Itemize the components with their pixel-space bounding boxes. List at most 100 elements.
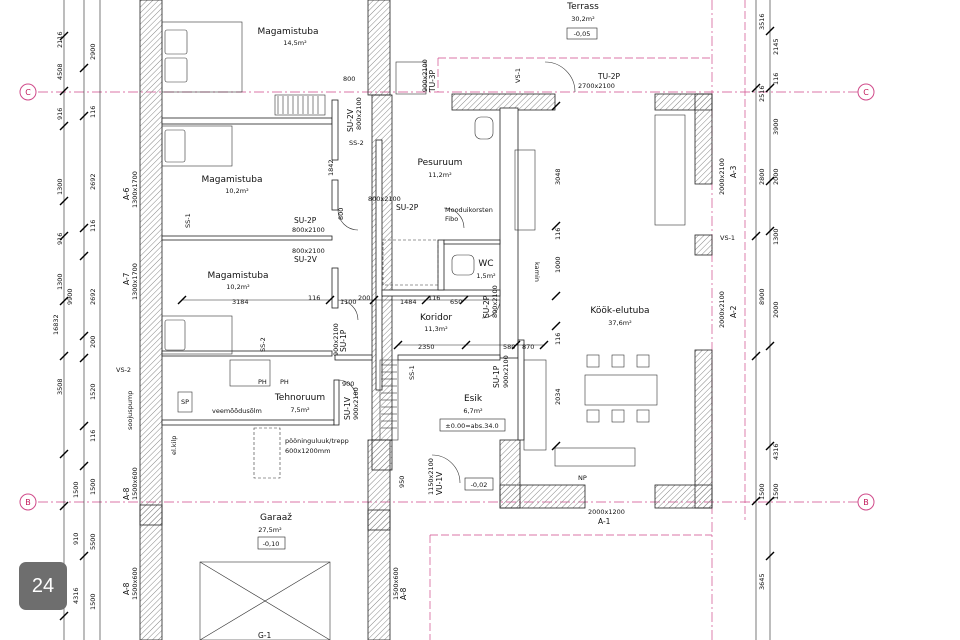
window-a8c: A-8 [399, 587, 408, 600]
window-a7-size: 1300x1700 [131, 263, 139, 300]
room-magamistuba-1-name: Magamistuba [258, 27, 319, 37]
dim-right2-2: 2800 [758, 168, 766, 185]
room-pesuruum-area: 11,2m² [428, 171, 452, 179]
dim-left2-11: 1500 [89, 593, 97, 610]
dim-right-9: 1500 [772, 483, 780, 500]
room-pesuruum-name: Pesuruum [418, 158, 463, 168]
closet-hatching [277, 96, 397, 429]
door-su2v-a-size: 800x2100 [355, 97, 363, 130]
room-magamistuba-3-area: 10,2m² [226, 283, 250, 291]
dim-right-3: 116 [772, 73, 780, 85]
dim-left2-6: 200 [89, 336, 97, 348]
dim-right-col2: 2516 2800 8900 1500 [758, 85, 766, 500]
dim-right-2: 2145 [772, 38, 780, 55]
room-terrass-area: 30,2m² [571, 15, 595, 23]
axis-b-right-bubble [857, 493, 875, 511]
dim-h-116b: 116 [308, 294, 320, 302]
door-su1p-b-size: 900x2100 [502, 355, 510, 388]
window-a8a-size: 1500x600 [131, 467, 139, 500]
dim-left-sub: 9900 [66, 288, 74, 305]
section-vs2: VS-2 [116, 366, 131, 374]
annotation-elkilp: el.kilp [170, 436, 178, 455]
garaaz-level-box [257, 536, 286, 550]
window-a3-size: 2000x2100 [718, 158, 726, 195]
room-kook-elutuba-name: Köök-elutuba [590, 306, 649, 316]
dim-left2-9: 1500 [89, 478, 97, 495]
annotation-fibo: Fibo [445, 215, 458, 223]
door-vu1v: VU-1V [435, 471, 444, 495]
dim-right-8: 4316 [772, 443, 780, 460]
room-esik-area: 6,7m² [463, 407, 483, 415]
door-su2p-wc-size: 800x2100 [491, 285, 499, 318]
dim-left-col2: 2900 116 2692 116 2692 200 1520 116 1500… [89, 43, 97, 610]
room-magamistuba-2-name: Magamistuba [202, 175, 263, 185]
door-su2p-b-size: 800x2100 [368, 195, 401, 203]
window-a6-size: 1300x1700 [131, 171, 139, 208]
dim-left-8: 1500 [72, 481, 80, 498]
dim-left2-8: 116 [89, 430, 97, 442]
dim-left-5: 916 [56, 233, 64, 245]
dim-h-580: 580 [503, 343, 515, 351]
terrace-outline [429, 0, 746, 640]
dim-h-3184: 3184 [232, 298, 249, 306]
annotation-poonigu: pööninguluuk/trepp [285, 437, 349, 445]
dim-left-6: 1300 [56, 273, 64, 290]
section-ss1a: SS-1 [184, 213, 192, 228]
window-a1-size: 2000x1200 [588, 508, 625, 516]
door-vu1v-size: 1150x2100 [427, 458, 435, 495]
dim-right2-3: 8900 [758, 288, 766, 305]
annotation-ph-2: PH [280, 378, 289, 386]
annotation-soojuspump: soojuspump [126, 391, 134, 430]
section-vs1a: VS-1 [514, 68, 522, 83]
dim-v-1000: 1000 [554, 256, 562, 273]
dim-left-2: 4508 [56, 63, 64, 80]
room-esik-name: Esik [464, 394, 483, 404]
dim-h-2350: 2350 [418, 343, 435, 351]
door-tu3p: TU-3P [428, 69, 437, 93]
section-ss2a: SS-2 [349, 139, 364, 147]
dim-left2-1: 2900 [89, 43, 97, 60]
section-vs1b: VS-1 [720, 234, 735, 242]
dim-v-1842: 1842 [327, 159, 335, 176]
axis-c-left-bubble [19, 83, 37, 101]
dim-left-9: 910 [72, 533, 80, 545]
dim-right2-1: 2516 [758, 85, 766, 102]
room-wc-name: WC [478, 259, 493, 269]
page-number-badge: 24 [19, 562, 67, 610]
furniture [161, 21, 686, 640]
garaaz-level: -0,10 [263, 540, 280, 548]
dim-v-3048: 3048 [554, 168, 562, 185]
door-su2p-b: SU-2P [396, 203, 419, 212]
axis-c-left-label: C [25, 88, 31, 97]
dim-right-1: 3516 [758, 13, 766, 30]
annotation-sp: SP [181, 398, 189, 406]
room-magamistuba-1-area: 14,5m² [283, 39, 307, 47]
axis-c-right-bubble [857, 83, 875, 101]
dim-h-116a: 116 [428, 294, 440, 302]
dim-h-1484: 1484 [400, 298, 417, 306]
door-su2v-b-size: 800x2100 [292, 247, 325, 255]
door-su1p-size: 900x2100 [332, 323, 340, 356]
dim-right2-4: 1500 [758, 483, 766, 500]
door-swings [337, 61, 576, 484]
door-tu3p-size: 900x2100 [421, 59, 429, 92]
dim-h-650: 650 [450, 298, 462, 306]
dim-right-col1: 3516 2145 116 3900 2000 1300 2000 4316 1… [758, 13, 780, 590]
room-garaaz-name: Garaaž [260, 513, 292, 523]
esik-level-box [439, 418, 506, 432]
esik-level: ±0.00=abs.34.0 [445, 422, 498, 430]
dim-left-3: 916 [56, 108, 64, 120]
annotation-moodul: Mooduikorsten [445, 206, 493, 214]
dimension-lines [63, 0, 771, 640]
room-kook-elutuba-area: 37,6m² [608, 319, 632, 327]
dim-left2-7: 1520 [89, 383, 97, 400]
dim-right-7: 2000 [772, 301, 780, 318]
axis-c-right-label: C [863, 88, 869, 97]
room-koridor-area: 11,3m² [424, 325, 448, 333]
dim-left2-3: 2692 [89, 173, 97, 190]
window-a8b: A-8 [122, 582, 131, 595]
dim-left-4: 1300 [56, 178, 64, 195]
terrass-level: -0,05 [574, 30, 591, 38]
dim-v-116c: 116 [554, 228, 562, 240]
